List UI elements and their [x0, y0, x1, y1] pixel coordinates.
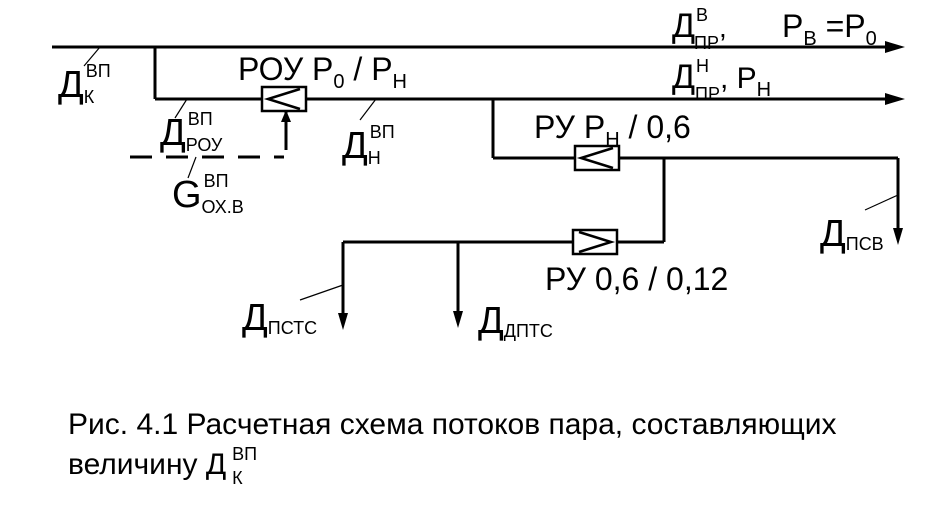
- leader-g-oxv: [187, 156, 197, 179]
- secondary-line-arrow: [885, 93, 905, 105]
- label-rou: РОУ Р0 / РН: [238, 51, 407, 93]
- dptc-arrow: [453, 311, 463, 328]
- figure-caption: Рис. 4.1 Расчетная схема потоков пара, с…: [68, 405, 918, 488]
- ru2-valve: [571, 228, 619, 256]
- caption-sub: К: [232, 468, 243, 488]
- ru1-valve: [573, 144, 621, 172]
- psv-arrow: [893, 228, 903, 245]
- leader-d-pstc: [299, 284, 344, 301]
- pstc-arrow: [338, 313, 348, 330]
- label-p-v-eq: РВ =Р0: [782, 8, 877, 50]
- leader-d-n: [359, 98, 377, 121]
- label-d-dptc: ДДПТС: [478, 300, 553, 342]
- rou-valve: [260, 85, 308, 113]
- caption-line-2-text: величину Д: [68, 448, 227, 481]
- leader-d-rou: [174, 98, 188, 119]
- leader-d-k: [83, 46, 101, 67]
- leader-d-psv: [864, 194, 899, 211]
- label-d-psv: ДПСВ: [820, 213, 884, 255]
- main-line-arrow: [885, 41, 905, 53]
- label-ru2: РУ 0,6 / 0,12: [545, 261, 728, 297]
- caption-sup: ВП: [232, 444, 258, 464]
- label-d-pstc: ДПСТС: [242, 297, 317, 339]
- label-ru1: РУ РН / 0,6: [534, 109, 691, 151]
- caption-line-1: Рис. 4.1 Расчетная схема потоков пара, с…: [68, 408, 837, 441]
- rou-cooling-arrow: [281, 110, 291, 122]
